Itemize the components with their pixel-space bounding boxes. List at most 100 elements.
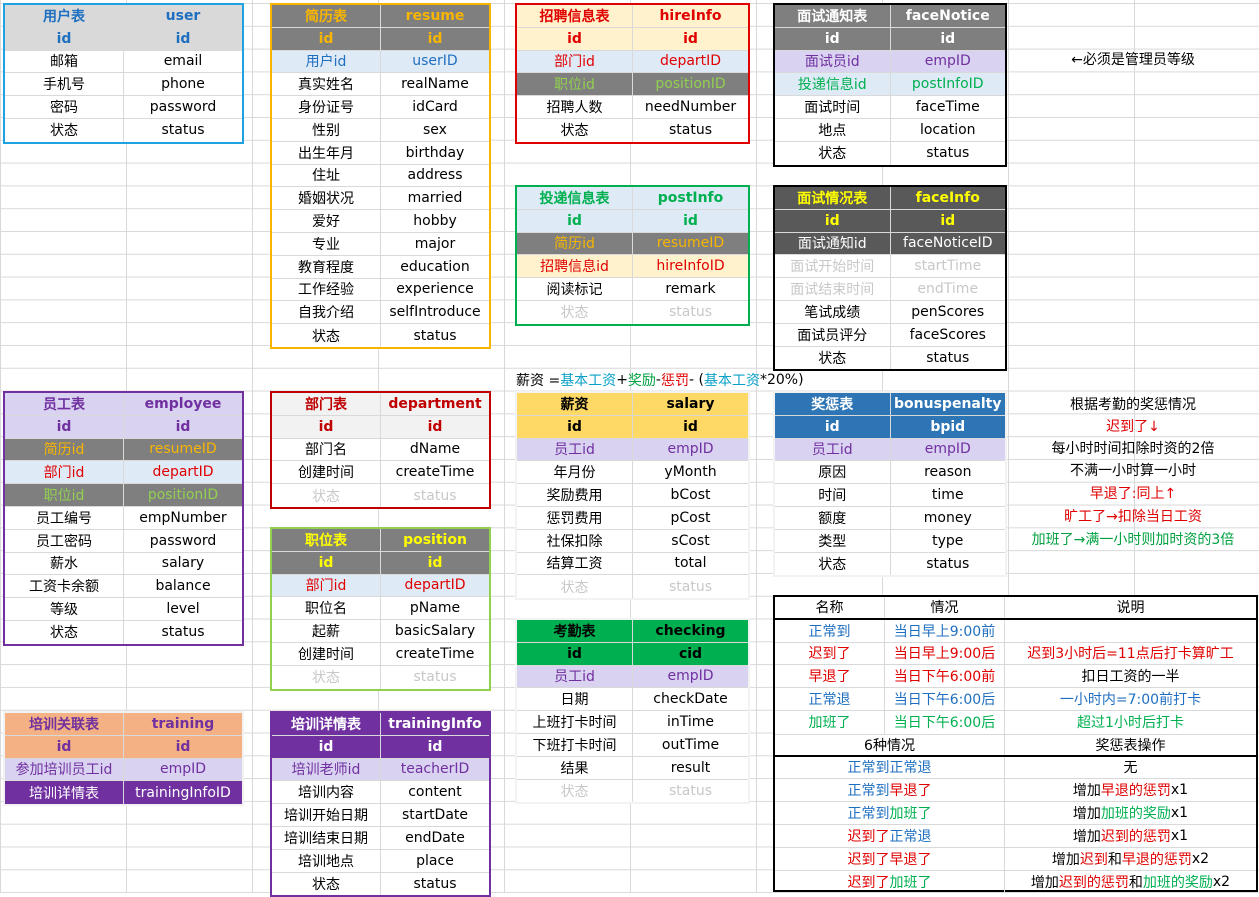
department-title-en: department bbox=[388, 395, 482, 412]
faceNotice-field-en: postInfoID bbox=[911, 76, 984, 93]
faceInfo-field-en: startTime bbox=[914, 258, 982, 275]
trainingInfo-field-en: id bbox=[427, 738, 443, 755]
faceInfo-field-en: faceNoticeID bbox=[903, 235, 993, 252]
resume-field-cn: 教育程度 bbox=[272, 255, 381, 278]
department-title-cn: 部门表 bbox=[272, 393, 381, 415]
resume-field-cn: 婚姻状况 bbox=[272, 187, 381, 210]
checking-field-en: result bbox=[670, 759, 711, 776]
att-name: 早退了 bbox=[775, 665, 885, 688]
formula-p4: 奖励 bbox=[627, 373, 656, 390]
op-word: 迟到的 bbox=[1100, 828, 1143, 845]
salary-field-cn: id bbox=[517, 415, 633, 438]
faceInfo-field-cn: id bbox=[775, 209, 891, 232]
user-field-cn: 邮箱 bbox=[5, 50, 124, 73]
case-combo: 迟到了早退了 bbox=[775, 847, 1005, 870]
bonuspenalty-field-en: status bbox=[926, 555, 970, 572]
department-field-en: id bbox=[427, 418, 443, 435]
checking-field-cn: 日期 bbox=[517, 688, 633, 711]
employee-field-cn: 职位id bbox=[5, 484, 124, 506]
att-header-cond: 情况 bbox=[885, 597, 1005, 618]
user-field-en: email bbox=[163, 53, 203, 70]
faceInfo-field-cn: 面试结束时间 bbox=[775, 278, 891, 300]
faceNotice-field-en: faceTime bbox=[915, 99, 980, 116]
resume-field-en: major bbox=[414, 235, 456, 252]
formula-p9: *20%) bbox=[759, 372, 804, 389]
postInfo-field-en: resumeID bbox=[656, 235, 725, 252]
formula-p2: 基本工资 bbox=[560, 373, 617, 390]
user-field-cn: 状态 bbox=[5, 118, 124, 142]
salary-field-cn: 年月份 bbox=[517, 461, 633, 484]
postInfo-field-en: status bbox=[668, 304, 713, 321]
resume-field-cn: 爱好 bbox=[272, 210, 381, 232]
postInfo-field-cn: 简历id bbox=[517, 232, 633, 255]
position-field-cn: 起薪 bbox=[272, 620, 381, 642]
salary-formula: 薪资 = 基本工资 + 奖励 - 惩罚 - ( 基本工资 *20%) bbox=[516, 369, 804, 392]
faceInfo-field-cn: 笔试成绩 bbox=[775, 300, 891, 323]
position-field-en: departID bbox=[404, 577, 466, 594]
salary-field-en: total bbox=[674, 555, 707, 572]
postInfo-field-cn: 阅读标记 bbox=[517, 278, 633, 300]
hireInfo-title-cn: 招聘信息表 bbox=[517, 5, 633, 27]
trainingInfo-field-cn: 培训老师id bbox=[272, 758, 381, 781]
salary-title-cn: 薪资 bbox=[517, 393, 633, 415]
resume-field-cn: 住址 bbox=[272, 164, 381, 187]
resume-field-en: sex bbox=[423, 121, 447, 138]
att-header-desc: 说明 bbox=[1116, 600, 1145, 617]
hireInfo-field-cn: 职位id bbox=[517, 73, 633, 96]
department-header: 部门表 department bbox=[272, 393, 489, 416]
case-word: 正常退 bbox=[889, 828, 932, 845]
case-combo: 正常到早退了 bbox=[775, 779, 1005, 802]
user-field-en: password bbox=[149, 99, 217, 116]
salary-field-en: sCost bbox=[671, 532, 710, 549]
department-field-cn: 状态 bbox=[272, 484, 381, 507]
faceInfo-field-en: faceScores bbox=[909, 326, 986, 343]
attendance-table: 名称 情况 说明 正常到当日早上9:00前迟到了当日早上9:00后迟到3小时后=… bbox=[773, 595, 1258, 894]
op-word: 增加 bbox=[1030, 874, 1059, 891]
resume-row: 爱好 hobby bbox=[272, 210, 489, 233]
faceInfo-field-cn: 面试开始时间 bbox=[775, 255, 891, 278]
employee-title-cn: 员工表 bbox=[5, 393, 124, 415]
bonuspenalty-field-en: reason bbox=[924, 464, 972, 481]
resume-field-en: address bbox=[407, 167, 463, 184]
user-row: 状态 status bbox=[5, 118, 242, 142]
formula-p7: - ( bbox=[688, 372, 704, 389]
training-field-cn: 培训详情表 bbox=[5, 781, 124, 805]
user-field-en: status bbox=[161, 122, 205, 139]
resume-field-en: hobby bbox=[413, 213, 457, 230]
att-cond: 当日下午6:00后 bbox=[885, 710, 1005, 734]
att-sub-header-ops: 奖惩表操作 bbox=[1095, 737, 1166, 754]
resume-field-cn: 出生年月 bbox=[272, 141, 381, 164]
employee-field-en: empNumber bbox=[139, 509, 227, 526]
att-desc bbox=[1005, 620, 1256, 642]
op-word: 惩罚 bbox=[1100, 874, 1129, 891]
faceNotice-title-cn: 面试通知表 bbox=[775, 5, 891, 27]
resume-field-cn: 状态 bbox=[272, 324, 381, 347]
salary-field-cn: 状态 bbox=[517, 575, 633, 599]
